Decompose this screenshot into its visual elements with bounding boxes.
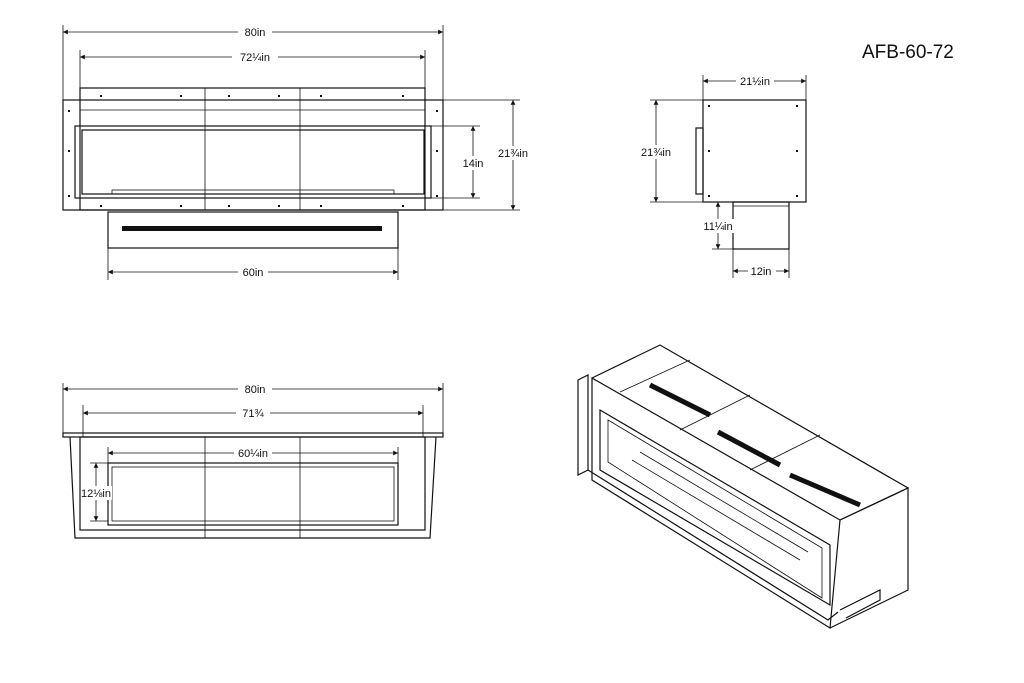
top-overall-width: 80in [245, 384, 266, 396]
isometric-view [577, 344, 910, 630]
front-view: 80in 72¼in 21¾in 14in 60in [62, 25, 530, 280]
side-base-depth: 12in [751, 266, 772, 278]
side-depth: 21½in [740, 76, 770, 88]
front-height: 21¾in [498, 148, 528, 160]
top-view: 80in 71¾ 60¼in 12⅛in [62, 382, 444, 539]
side-view: 21½in 21¾in 11¼in 12in [638, 74, 807, 278]
front-base-width: 60in [243, 267, 264, 279]
front-opening-width: 72¼in [240, 52, 270, 64]
side-base-height: 11¼in [703, 221, 732, 233]
top-opening-depth: 12⅛in [81, 488, 111, 500]
model-number: AFB-60-72 [862, 42, 954, 63]
top-inner-width: 71¾ [242, 408, 264, 420]
front-opening-height: 14in [463, 158, 484, 170]
front-overall-width: 80in [245, 27, 266, 39]
top-opening-width: 60¼in [238, 448, 268, 460]
side-height: 21¾in [641, 147, 671, 159]
